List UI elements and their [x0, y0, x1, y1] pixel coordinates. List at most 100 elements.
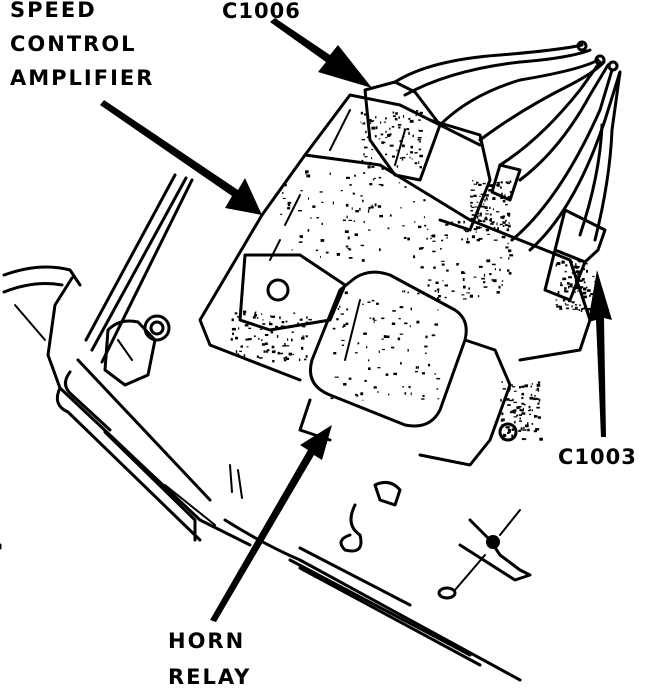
stipple-dot — [271, 345, 275, 349]
stipple-dot — [360, 244, 365, 247]
stipple-dot — [430, 237, 432, 240]
stipple-dot — [432, 250, 436, 253]
stipple-dot — [380, 133, 384, 136]
stipple-dot — [245, 324, 249, 327]
stipple-dot — [485, 228, 490, 232]
stipple-dot — [409, 156, 411, 159]
stipple-dot — [401, 156, 406, 159]
stipple-dot — [436, 377, 441, 380]
stipple-dot — [475, 226, 478, 229]
stipple-dot — [571, 305, 573, 308]
stipple-dot — [362, 303, 364, 305]
stipple-dot — [341, 339, 345, 341]
stipple-dot — [489, 213, 492, 216]
stipple-dot — [511, 384, 513, 387]
stipple-dot — [432, 240, 436, 242]
stipple-dot — [301, 325, 305, 327]
stipple-dot — [410, 145, 413, 149]
stipple-dot — [426, 228, 429, 230]
stipple-dot — [285, 320, 288, 323]
stipple-dot — [506, 228, 510, 232]
stipple-dot — [478, 183, 482, 186]
stipple-dot — [287, 207, 291, 210]
stipple-dot — [496, 222, 498, 226]
stipple-dot — [343, 324, 346, 327]
stipple-dot — [451, 290, 455, 292]
stipple-dot — [406, 153, 408, 155]
stipple-dot — [291, 331, 294, 333]
stipple-dot — [400, 207, 402, 209]
stipple-dot — [583, 262, 588, 265]
stipple-dot — [389, 144, 394, 147]
stipple-dot — [398, 318, 401, 320]
stipple-dot — [535, 389, 537, 391]
stipple-dot — [574, 279, 578, 283]
stipple-dot — [511, 428, 514, 431]
stipple-dot — [371, 299, 375, 302]
stipple-dot — [354, 233, 358, 237]
stipple-dot — [559, 306, 562, 309]
stipple-dot — [310, 217, 312, 219]
stipple-dot — [396, 165, 399, 168]
stipple-dot — [289, 202, 292, 204]
stipple-dot — [512, 386, 516, 388]
stipple-dot — [564, 289, 566, 292]
arrow-c1006 — [270, 18, 372, 88]
stipple-dot — [368, 229, 371, 231]
stipple-dot — [417, 138, 421, 141]
stipple-dot — [565, 264, 568, 267]
stipple-dot — [368, 119, 370, 122]
label-line: RELAY — [168, 665, 252, 689]
stipple-dot — [583, 291, 587, 295]
stipple-dot — [463, 220, 465, 224]
stipple-dot — [360, 195, 363, 197]
stipple-dot — [378, 183, 382, 186]
stipple-dot — [461, 238, 463, 241]
stipple-dot — [470, 205, 473, 207]
stipple-dot — [533, 430, 537, 433]
stipple-dot — [418, 161, 420, 164]
stipple-dot — [361, 159, 364, 163]
stipple-dot — [478, 265, 483, 268]
stipple-dot — [555, 263, 557, 267]
stipple-dot — [470, 217, 475, 220]
stipple-dot — [410, 392, 412, 396]
stipple-dot — [264, 334, 269, 336]
stipple-dot — [346, 176, 350, 179]
stipple-dot — [490, 219, 492, 222]
stipple-dot — [496, 181, 500, 184]
stipple-dot — [369, 119, 372, 121]
stipple-dot — [579, 304, 581, 307]
stipple-dot — [418, 129, 420, 131]
stipple-dot — [372, 178, 375, 181]
stipple-dot — [492, 186, 495, 189]
stipple-dot — [395, 112, 398, 115]
label-line: C1006 — [222, 0, 301, 23]
stipple-dot — [436, 288, 440, 291]
stipple-dot — [437, 297, 439, 300]
stipple-dot — [275, 325, 278, 328]
stipple-dot — [382, 141, 386, 144]
stipple-dot — [243, 312, 246, 316]
stipple-dot — [408, 117, 411, 120]
stipple-dot — [392, 115, 396, 117]
stipple-dot — [270, 331, 274, 334]
stipple-dot — [243, 354, 246, 358]
stipple-dot — [500, 194, 502, 196]
stipple-dot — [507, 224, 511, 228]
stipple-dot — [364, 156, 368, 158]
stipple-dot — [428, 363, 431, 367]
stipple-dot — [348, 377, 352, 380]
stipple-dot — [373, 177, 376, 179]
label-c1003: C1003 — [558, 440, 637, 474]
stipple-dot — [235, 336, 238, 340]
stipple-dot — [482, 205, 486, 208]
stipple-dot — [536, 387, 539, 391]
stipple-dot — [417, 137, 422, 139]
stipple-dot — [588, 309, 590, 313]
stipple-dot — [520, 427, 523, 431]
stipple-dot — [470, 210, 474, 212]
stipple-dot — [293, 312, 296, 314]
stipple-dot — [369, 182, 373, 186]
stipple-dot — [256, 355, 259, 358]
